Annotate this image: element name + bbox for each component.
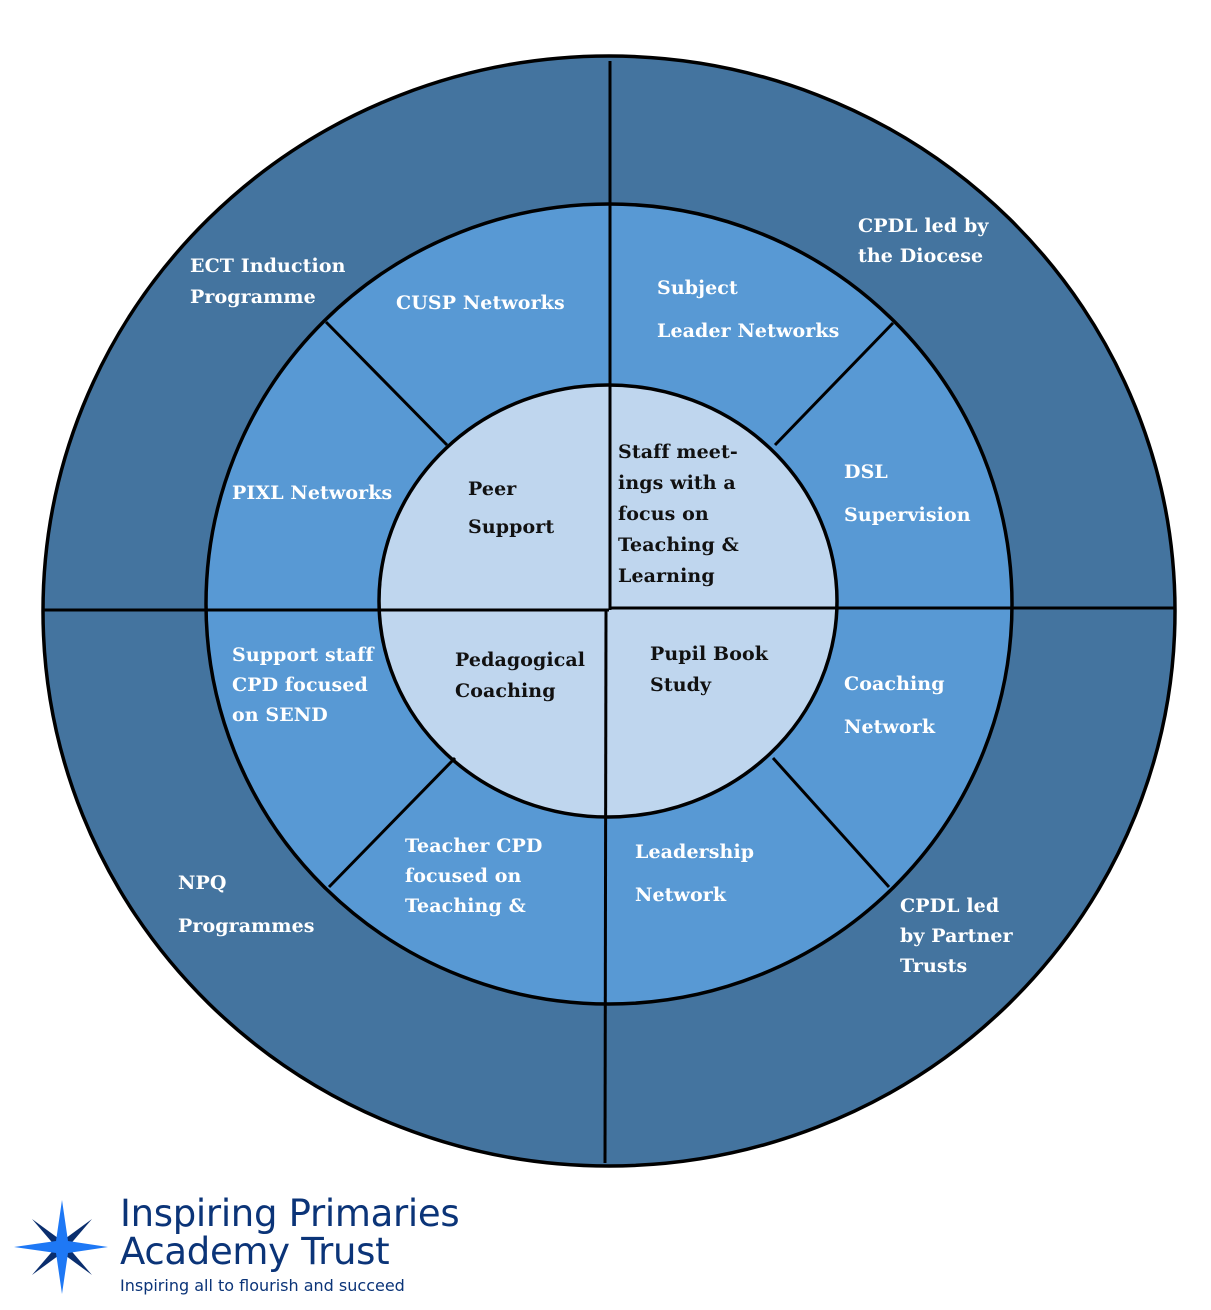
trust-logo: Inspiring Primaries Academy Trust Inspir… (10, 1195, 530, 1305)
label-subject-leader-networks: Subject Leader Networks (657, 277, 840, 342)
label-leadership-network: Leadership Network (635, 841, 755, 906)
star-icon (14, 1200, 108, 1294)
diagonal-divider-nw (324, 320, 449, 447)
label-npq-programmes: NPQ Programmes (178, 872, 315, 937)
diagonal-divider-se (771, 756, 891, 889)
logo-tagline: Inspiring all to flourish and succeed (120, 1276, 405, 1295)
label-cpdl-partner-trusts: CPDL led by Partner Trusts (900, 895, 1013, 977)
label-teacher-cpd: Teacher CPD focused on Teaching & (405, 835, 543, 917)
diagonal-divider-ne (773, 321, 895, 447)
label-support-staff-cpd: Support staff CPD focused on SEND (232, 644, 374, 726)
label-cpdl-diocese: CPDL led by the Diocese (858, 215, 989, 267)
vertical-divider-bottom (603, 609, 608, 1164)
diagonal-divider-sw (327, 756, 457, 889)
label-coaching-network: Coaching Network (844, 673, 945, 738)
cpd-wheel-diagram (41, 54, 1177, 1168)
label-pupil-book-study: Pupil Book Study (650, 643, 769, 696)
label-pixl-networks: PIXL Networks (232, 482, 393, 504)
label-staff-meetings: Staff meet- ings with a focus on Teachin… (618, 441, 739, 587)
label-ect-induction: ECT Induction Programme (190, 255, 346, 308)
label-cusp-networks: CUSP Networks (396, 292, 565, 314)
logo-title: Inspiring Primaries Academy Trust (120, 1192, 460, 1273)
label-pedagogical-coaching: Pedagogical Coaching (455, 649, 586, 702)
label-peer-support: Peer Support (468, 478, 555, 538)
label-dsl-supervision: DSL Supervision (844, 461, 971, 526)
inner-circle (377, 383, 839, 819)
